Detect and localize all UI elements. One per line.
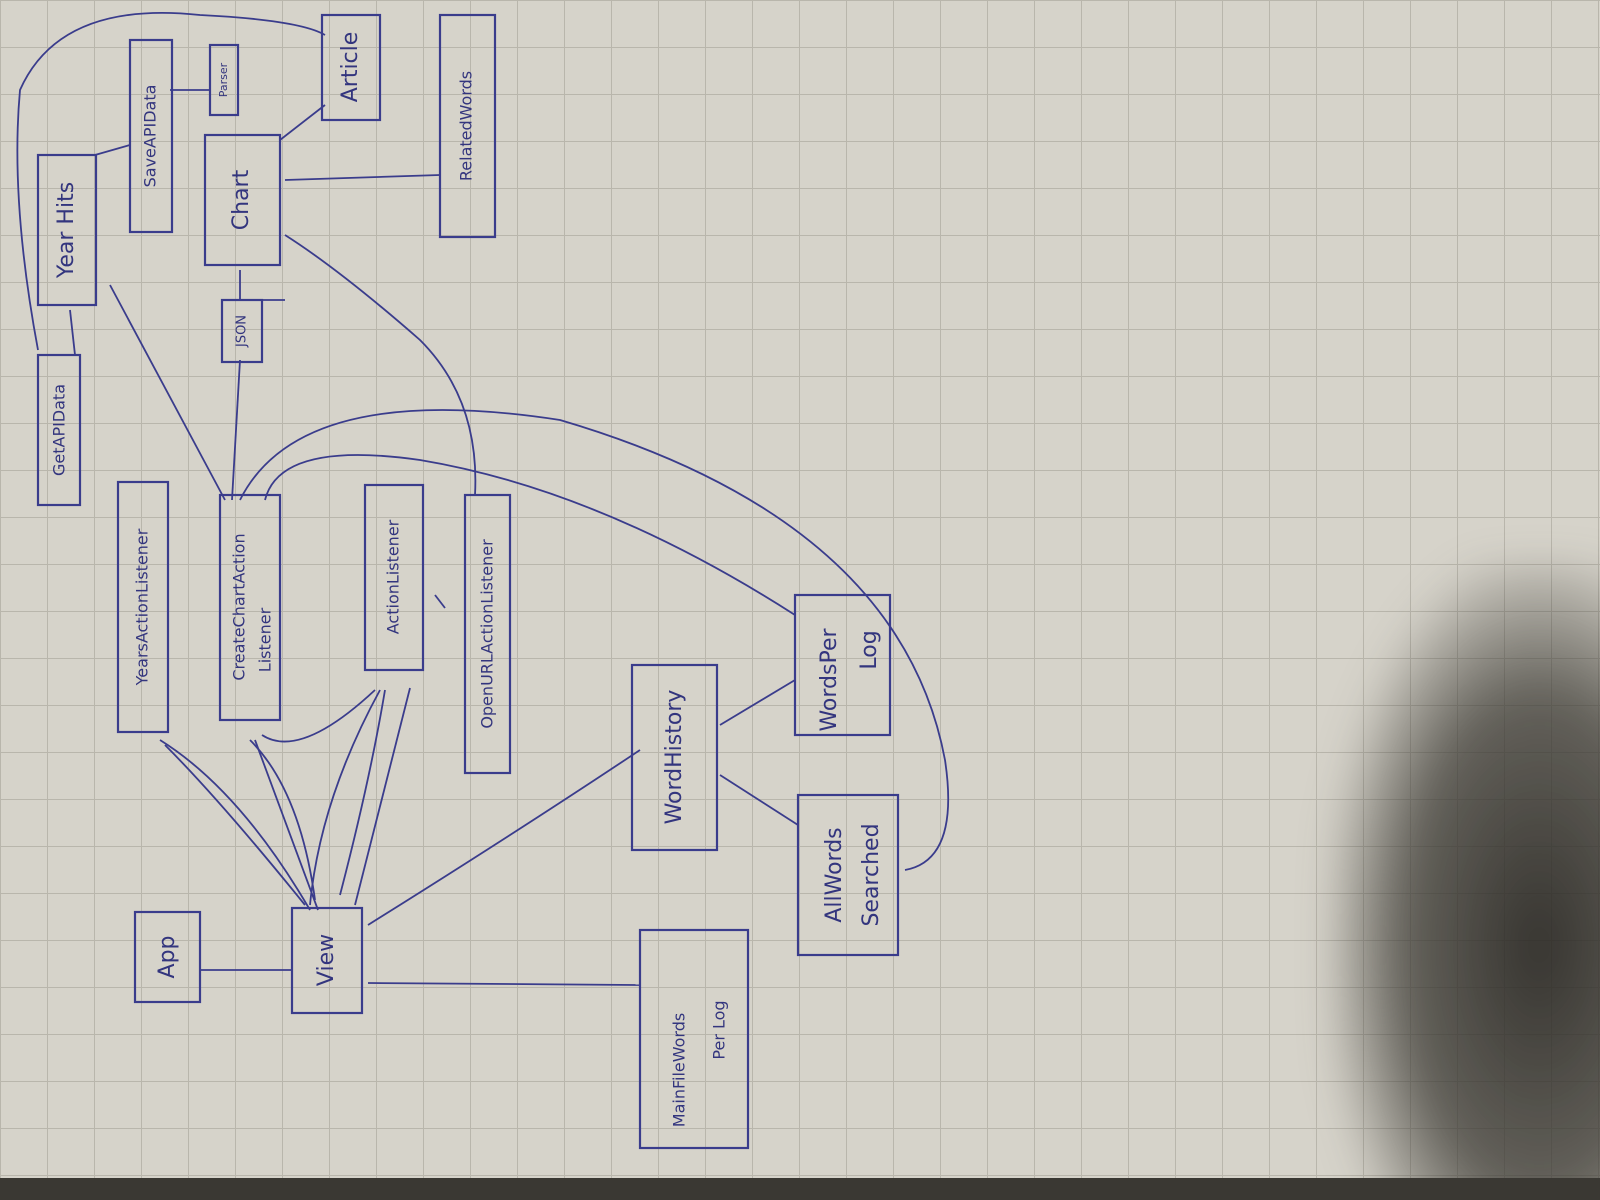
node-main-file-words-per-log: MainFileWords Per Log bbox=[638, 928, 750, 1150]
node-label: GetAPIData bbox=[50, 384, 69, 476]
node-label: WordHistory bbox=[662, 690, 687, 825]
node-label-line-2: Log bbox=[857, 630, 882, 669]
edge-view-createchart-a bbox=[249, 739, 316, 901]
node-action-listener: ActionListener bbox=[363, 483, 425, 672]
node-label-line-2: Per Log bbox=[710, 1000, 729, 1059]
node-label: RelatedWords bbox=[457, 71, 476, 181]
edge-view-mainfilewords bbox=[367, 982, 641, 986]
edge-createchart-wordsperlog bbox=[264, 454, 796, 616]
edge-createchart-actionlistener bbox=[261, 689, 376, 743]
node-save-api-data: SaveAPIData bbox=[128, 38, 174, 234]
edge-createchart-yearhits bbox=[109, 284, 226, 501]
node-view: View bbox=[290, 906, 364, 1015]
edge-createchart-allwords bbox=[239, 409, 950, 871]
node-label: OpenURLActionListener bbox=[478, 539, 497, 729]
node-label: JSON bbox=[235, 315, 250, 348]
node-related-words: RelatedWords bbox=[438, 13, 497, 239]
edge-openurl-chart bbox=[284, 234, 477, 496]
edge-chart-relatedwords bbox=[284, 174, 441, 181]
node-label-line-1: WordsPer bbox=[817, 628, 842, 732]
edge-wordhistory-allwords bbox=[719, 774, 799, 826]
node-label: Parser bbox=[217, 62, 230, 97]
edge-view-actionlistener-a bbox=[354, 687, 411, 906]
edge-actionlistener-tick bbox=[434, 594, 446, 609]
edge-yearhits-saveapidata bbox=[94, 144, 131, 156]
node-label: SaveAPIData bbox=[141, 85, 160, 188]
node-app: App bbox=[133, 910, 202, 1004]
node-get-api-data: GetAPIData bbox=[36, 353, 82, 507]
edge-chart-article bbox=[279, 104, 326, 141]
node-label-line-2: Listener bbox=[256, 607, 275, 672]
edge-view-actionlistener-b bbox=[339, 689, 386, 896]
node-label-line-2: Searched bbox=[859, 823, 884, 926]
node-word-history: WordHistory bbox=[630, 663, 719, 852]
node-article: Article bbox=[320, 13, 382, 122]
node-label: YearsActionListener bbox=[133, 528, 152, 686]
edges bbox=[16, 11, 950, 986]
paper-edge bbox=[0, 1178, 1600, 1200]
node-label: Article bbox=[338, 32, 363, 103]
node-parser: Parser bbox=[208, 43, 240, 117]
edge-view-years bbox=[159, 739, 311, 911]
node-label: ActionListener bbox=[384, 519, 403, 634]
node-label-line-1: MainFileWords bbox=[670, 1013, 689, 1127]
edge-createchart-json bbox=[231, 359, 241, 501]
edge-view-years-2 bbox=[164, 744, 306, 906]
shadow bbox=[1330, 560, 1600, 1200]
node-all-words-searched: AllWords Searched bbox=[796, 793, 900, 957]
node-label: Chart bbox=[229, 169, 254, 230]
node-label: App bbox=[155, 936, 180, 979]
node-chart: Chart bbox=[203, 133, 282, 267]
node-label: Year Hits bbox=[54, 182, 79, 279]
node-label-line-1: CreateChartAction bbox=[230, 533, 249, 680]
node-year-hits: Year Hits bbox=[36, 153, 98, 307]
edge-wordhistory-wordsperlog bbox=[719, 679, 796, 726]
node-label-line-1: AllWords bbox=[822, 827, 847, 922]
node-label: View bbox=[314, 934, 339, 986]
edge-getapidata-yearhits bbox=[69, 309, 76, 356]
edge-view-createchart-b bbox=[309, 689, 381, 906]
node-create-chart-action-listener: CreateChartAction Listener bbox=[218, 493, 282, 722]
node-words-per-log: WordsPer Log bbox=[793, 593, 892, 737]
edge-view-wordhistory bbox=[367, 749, 641, 926]
node-json: JSON bbox=[220, 298, 264, 364]
node-years-action-listener: YearsActionListener bbox=[116, 480, 170, 734]
edge-view-createchart-c bbox=[254, 739, 319, 911]
edge-getapidata-article bbox=[16, 11, 326, 351]
node-open-url-action-listener: OpenURLActionListener bbox=[463, 493, 512, 775]
